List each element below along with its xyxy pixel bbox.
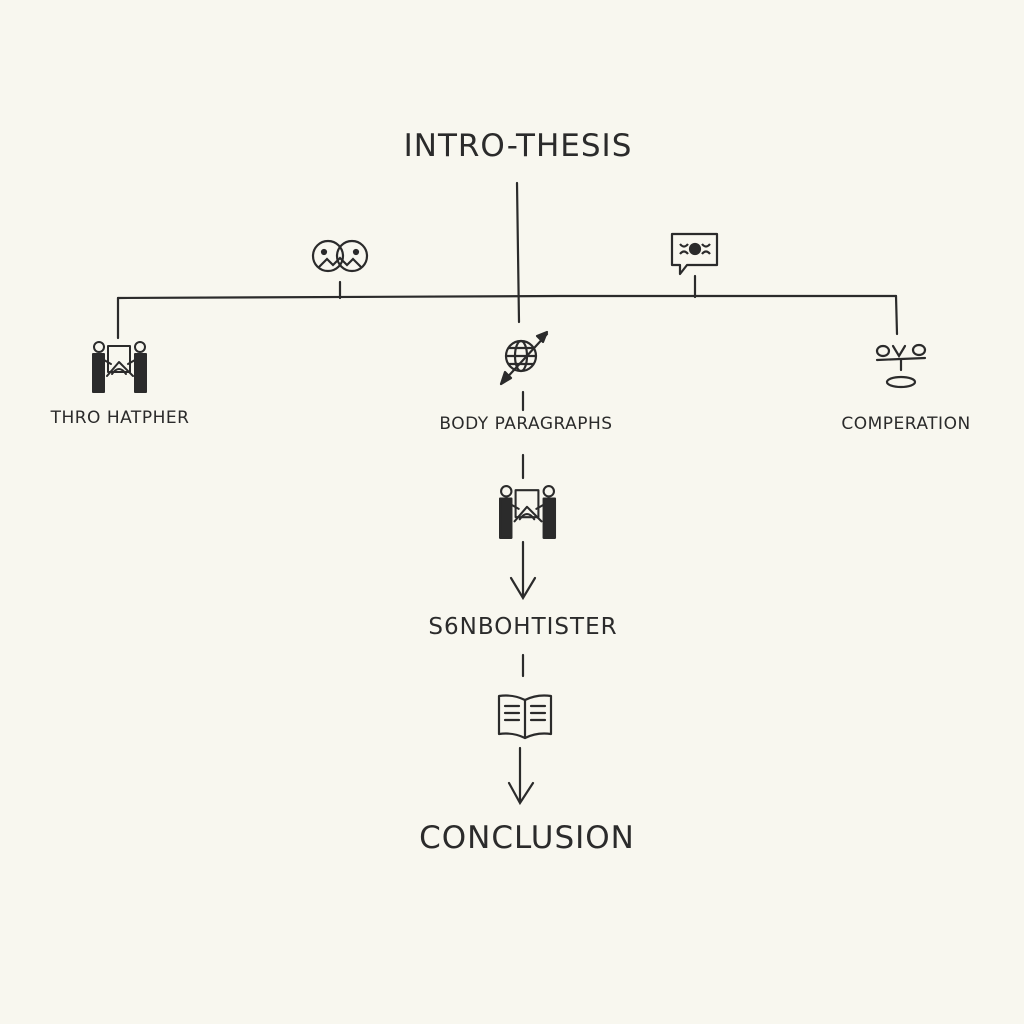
label-left-node: Thro Hatpher	[50, 408, 190, 428]
twin-faces-icon	[311, 234, 369, 278]
globe-arrow-icon	[497, 328, 553, 386]
connector-top-vertical	[515, 181, 521, 324]
connector-right-drop	[894, 294, 899, 336]
speech-bubble-icon	[670, 232, 720, 276]
label-intro-thesis: Intro-Thesis	[403, 128, 633, 164]
label-body-paragraphs: Body Paragraphs	[439, 414, 613, 434]
label-conclusion: Conclusion	[419, 820, 635, 856]
balance-scale-icon	[873, 338, 929, 390]
people-easel-icon-2	[495, 484, 559, 540]
arrowhead-1	[509, 576, 537, 601]
people-easel-icon	[89, 340, 149, 394]
open-book-icon	[495, 692, 555, 742]
arrowhead-2	[507, 781, 535, 806]
label-middle-node: S6nbohtister	[428, 614, 618, 640]
connector-horizontal-bar	[116, 294, 898, 300]
label-right-node: Comperation	[841, 414, 971, 434]
